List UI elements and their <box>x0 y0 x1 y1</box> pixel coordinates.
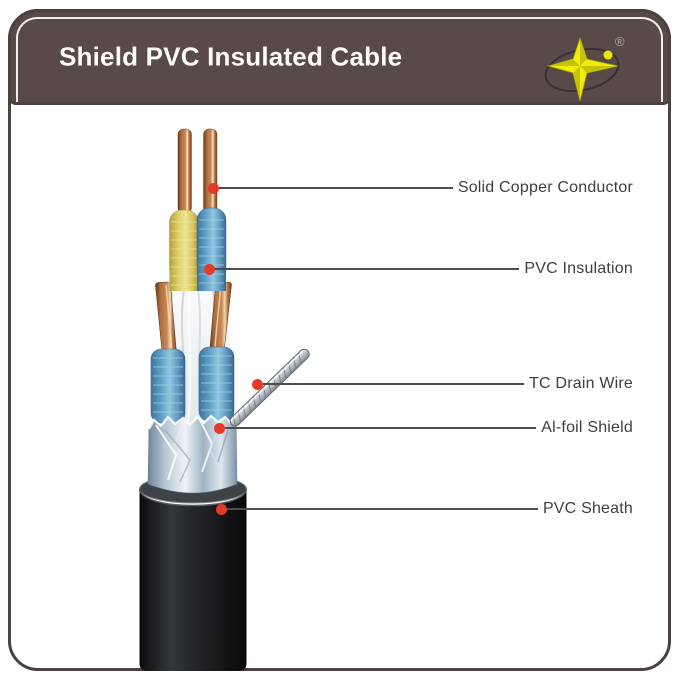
callout-dot <box>214 422 225 434</box>
solid-copper-conductors <box>177 128 218 214</box>
callout-dot <box>216 503 227 515</box>
callout-al-foil-shield: Al-foil Shield <box>214 419 633 436</box>
tc-drain-wire <box>229 348 310 428</box>
al-foil-shield <box>147 414 238 494</box>
callout-label: PVC Insulation <box>524 260 633 277</box>
callout-line <box>227 508 538 510</box>
callout-line <box>219 187 453 189</box>
orbit-dot <box>603 50 613 60</box>
callout-tc-drain-wire: TC Drain Wire <box>252 375 633 392</box>
callout-label: PVC Sheath <box>542 500 633 517</box>
callout-dot <box>208 182 219 194</box>
callout-line <box>225 427 537 429</box>
pvc-sheath <box>138 488 248 671</box>
callout-line <box>263 383 525 385</box>
header-banner: Shield PVC Insulated Cable ® <box>8 9 671 105</box>
callout-pvc-insulation: PVC Insulation <box>204 260 633 277</box>
content-frame <box>8 9 671 671</box>
callout-label: TC Drain Wire <box>529 375 633 392</box>
compass-star-logo: ® <box>544 34 625 102</box>
page-title: Shield PVC Insulated Cable <box>59 41 403 72</box>
callout-dot <box>252 378 263 390</box>
callout-label: Al-foil Shield <box>541 419 633 436</box>
callout-label: Solid Copper Conductor <box>457 179 633 196</box>
callout-line <box>215 268 520 270</box>
star-icon <box>546 36 619 102</box>
callout-pvc-sheath: PVC Sheath <box>216 500 633 517</box>
callout-dot <box>204 263 215 275</box>
header-inner-outline <box>16 17 663 102</box>
registered-trademark: ® <box>615 34 625 49</box>
inner-core-insulation <box>150 346 235 424</box>
pvc-insulation-tubes <box>169 207 227 291</box>
callout-solid-copper-conductor: Solid Copper Conductor <box>208 179 633 196</box>
